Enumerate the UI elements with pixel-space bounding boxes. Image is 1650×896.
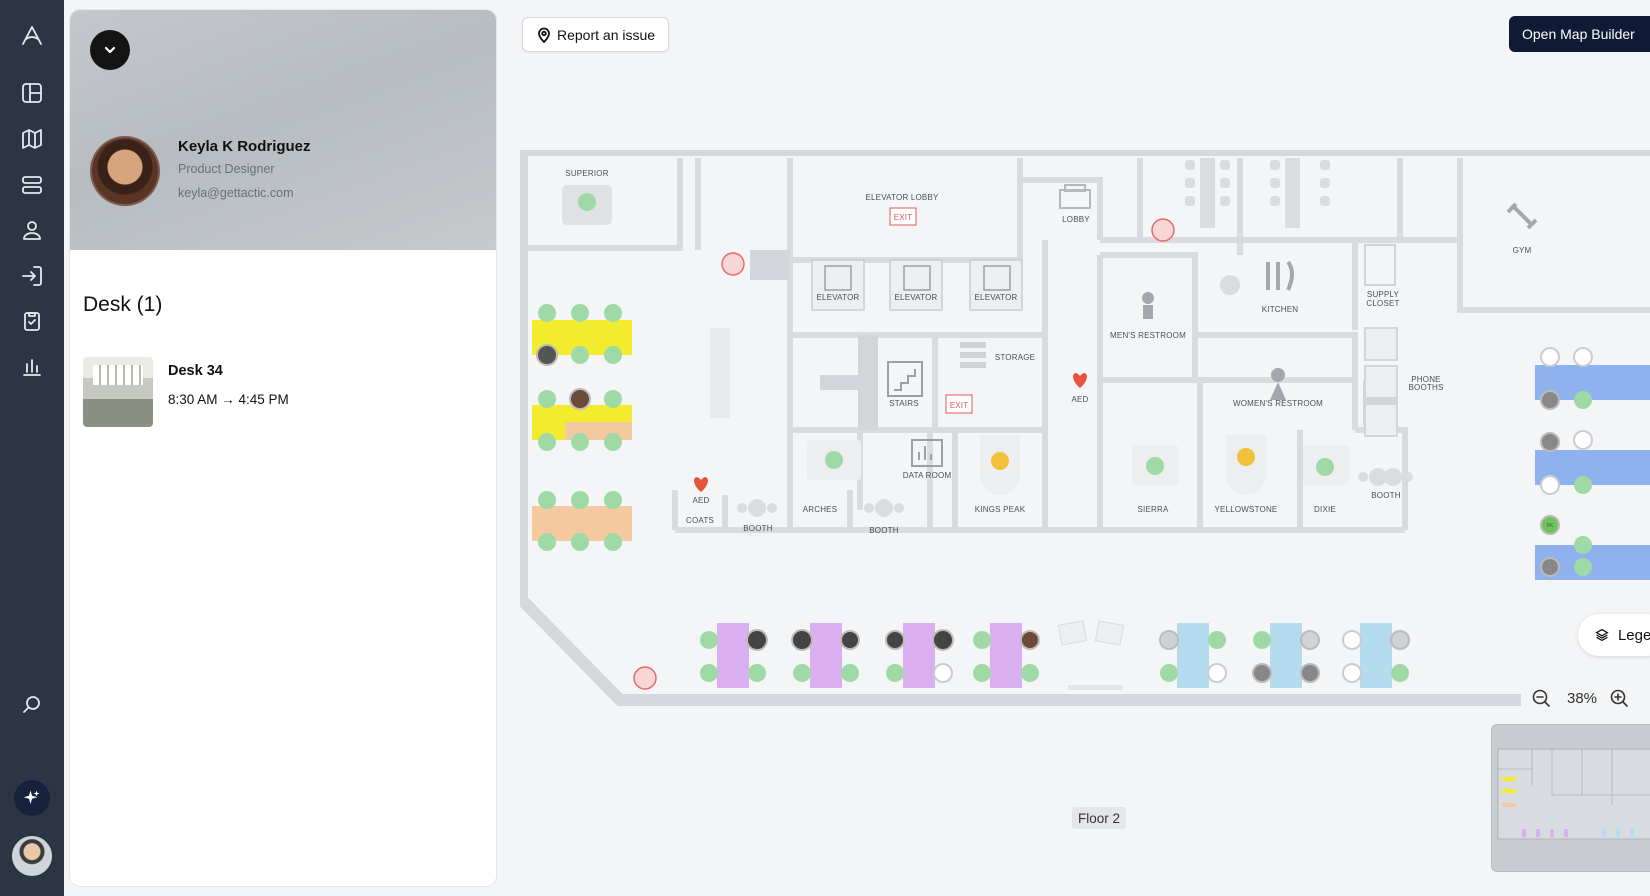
aed-1[interactable]: AED [1071, 395, 1088, 404]
chevron-down-icon [104, 46, 116, 54]
map-icon[interactable] [18, 125, 46, 153]
room-data-room[interactable]: DATA ROOM [903, 471, 952, 480]
exit-sign: EXIT [894, 213, 913, 222]
room-mens-restroom[interactable]: MEN'S RESTROOM [1110, 331, 1186, 340]
dashboard-icon[interactable] [18, 79, 46, 107]
room-gym[interactable]: GYM [1513, 246, 1532, 255]
room-elevator-lobby[interactable]: ELEVATOR LOBBY [865, 193, 939, 202]
room-phone-booths[interactable]: PHONE [1411, 375, 1440, 384]
booking-time: 8:30 AM → 4:45 PM [168, 392, 289, 407]
bookings-section-title: Desk (1) [83, 293, 163, 316]
search-icon[interactable] [18, 690, 46, 718]
desk-cluster-yellow-2[interactable] [532, 388, 632, 451]
collapse-panel-button[interactable] [90, 30, 130, 70]
room-kitchen[interactable]: KITCHEN [1262, 305, 1299, 314]
desk-cluster-blue[interactable]: BK [1535, 347, 1650, 580]
room-elevator-2[interactable]: ELEVATOR [895, 293, 938, 302]
zoom-level: 38% [1567, 689, 1598, 707]
room-phone-booths-2: BOOTHS [1409, 383, 1444, 392]
room-stairs[interactable]: STAIRS [889, 399, 919, 408]
aed-2[interactable]: AED [692, 496, 709, 505]
desks-icon[interactable] [18, 171, 46, 199]
analytics-icon[interactable] [18, 353, 46, 381]
people-icon[interactable] [18, 216, 46, 244]
room-lobby[interactable]: LOBBY [1062, 215, 1090, 224]
room-coats[interactable]: COATS [686, 516, 714, 525]
profile-header: Keyla K Rodriguez Product Designer keyla… [70, 10, 496, 250]
room-womens-restroom[interactable]: WOMEN'S RESTROOM [1233, 399, 1323, 408]
user-email[interactable]: keyla@gettactic.com [178, 186, 294, 200]
desk-cluster-yellow-1[interactable] [532, 304, 632, 366]
room-supply-closet-2: CLOSET [1366, 299, 1399, 308]
report-issue-button[interactable]: Report an issue [522, 17, 670, 52]
room-supply-closet[interactable]: SUPPLY [1367, 290, 1400, 299]
room-dixie[interactable]: DIXIE [1314, 505, 1336, 514]
legend-button[interactable]: Legend [1578, 614, 1650, 656]
user-avatar [90, 136, 160, 206]
open-map-builder-button[interactable]: Open Map Builder [1509, 16, 1650, 52]
exit-sign-2: EXIT [950, 401, 969, 410]
floor-label: Floor 2 [1072, 807, 1127, 829]
room-yellowstone[interactable]: YELLOWSTONE [1215, 505, 1278, 514]
logo-icon[interactable] [18, 22, 46, 50]
room-storage[interactable]: STORAGE [995, 353, 1035, 362]
user-name: Keyla K Rodriguez [178, 138, 311, 155]
desk-cluster-cyan[interactable] [1159, 623, 1410, 688]
room-elevator-1[interactable]: ELEVATOR [817, 293, 860, 302]
check-in-icon[interactable] [18, 262, 46, 290]
desk-initials: BK [1547, 523, 1554, 529]
desk-photo[interactable] [83, 357, 153, 427]
minimap[interactable] [1491, 724, 1650, 872]
room-booth-1[interactable]: BOOTH [743, 524, 772, 533]
zoom-control: 38% [1521, 680, 1650, 716]
layers-icon [1595, 628, 1609, 642]
profile-panel: Keyla K Rodriguez Product Designer keyla… [70, 10, 496, 886]
user-role: Product Designer [178, 162, 275, 176]
report-issue-label: Report an issue [557, 26, 656, 43]
sparkle-icon [23, 790, 40, 804]
zoom-out-icon[interactable] [1531, 688, 1551, 708]
zoom-in-icon[interactable] [1609, 688, 1629, 708]
booking-title[interactable]: Desk 34 [168, 363, 223, 379]
legend-label: Legend [1617, 626, 1650, 644]
desk-cluster-purple[interactable] [700, 623, 1040, 688]
floor-map[interactable]: SUPERIOR ELEVATOR LOBBY EXIT LOBBY ELEVA… [520, 150, 1650, 750]
room-booth-3[interactable]: BOOTH [1371, 491, 1400, 500]
tasks-icon[interactable] [18, 307, 46, 335]
room-elevator-3[interactable]: ELEVATOR [975, 293, 1018, 302]
room-kings-peak[interactable]: KINGS PEAK [975, 505, 1026, 514]
room-sierra[interactable]: SIERRA [1138, 505, 1169, 514]
room-arches[interactable]: ARCHES [803, 505, 838, 514]
ai-assistant-button[interactable] [14, 780, 50, 816]
room-superior[interactable]: SUPERIOR [565, 169, 608, 178]
current-user-avatar[interactable] [12, 836, 52, 876]
room-booth-2[interactable]: BOOTH [869, 526, 898, 535]
desk-cluster-orange[interactable] [532, 491, 632, 551]
location-pin-icon [538, 27, 550, 43]
left-nav [0, 0, 64, 896]
